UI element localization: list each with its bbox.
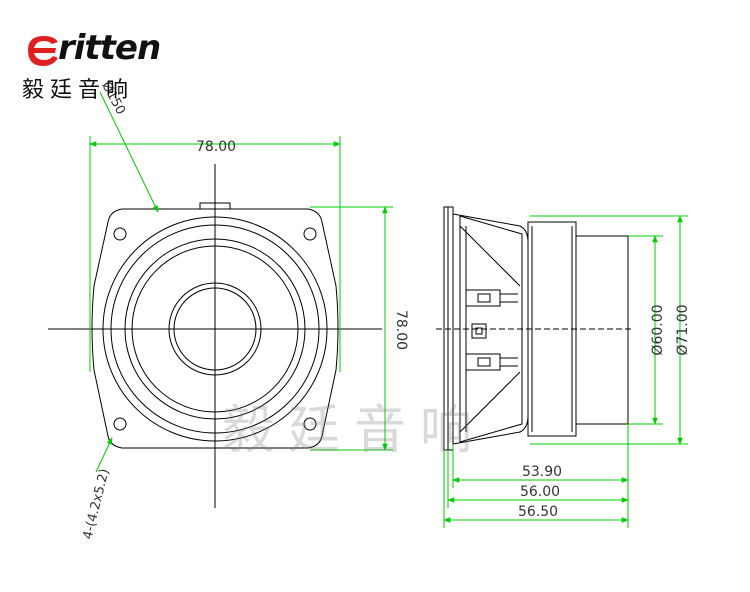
dim-depth-1: 53.90 bbox=[522, 464, 562, 480]
dim-mount-holes: 4-(4.2x5.2) bbox=[81, 467, 113, 541]
watermark: 毅廷音响 bbox=[222, 401, 487, 461]
terminal-center bbox=[471, 323, 487, 339]
dim-inner-diameter: Ø60.00 bbox=[650, 304, 666, 355]
terminal-bottom bbox=[465, 353, 501, 371]
logo-wordmark: ritten bbox=[58, 28, 161, 68]
dim-front-width: 78.00 bbox=[196, 139, 236, 155]
logo-chinese-name: 毅廷音响 bbox=[22, 78, 135, 103]
mount-hole-tl bbox=[113, 227, 127, 241]
basket-frame bbox=[91, 208, 339, 449]
logo-e-mark bbox=[28, 36, 58, 66]
terminal-top bbox=[465, 289, 501, 307]
mount-hole-tr bbox=[303, 227, 317, 241]
front-view bbox=[48, 164, 382, 508]
mount-hole-br bbox=[303, 417, 317, 431]
dim-front-height: 78.00 bbox=[393, 310, 409, 350]
mount-hole-bl bbox=[113, 417, 127, 431]
side-dimensions bbox=[443, 215, 688, 528]
side-view bbox=[436, 206, 632, 451]
dim-depth-2: 56.00 bbox=[520, 484, 560, 500]
magnet bbox=[575, 235, 629, 425]
front-dimensions bbox=[89, 91, 393, 473]
dim-outer-diameter: Ø71.00 bbox=[675, 304, 691, 355]
brand-logo: ritten 毅廷音响 bbox=[22, 28, 172, 108]
dim-depth-3: 56.50 bbox=[518, 504, 558, 520]
